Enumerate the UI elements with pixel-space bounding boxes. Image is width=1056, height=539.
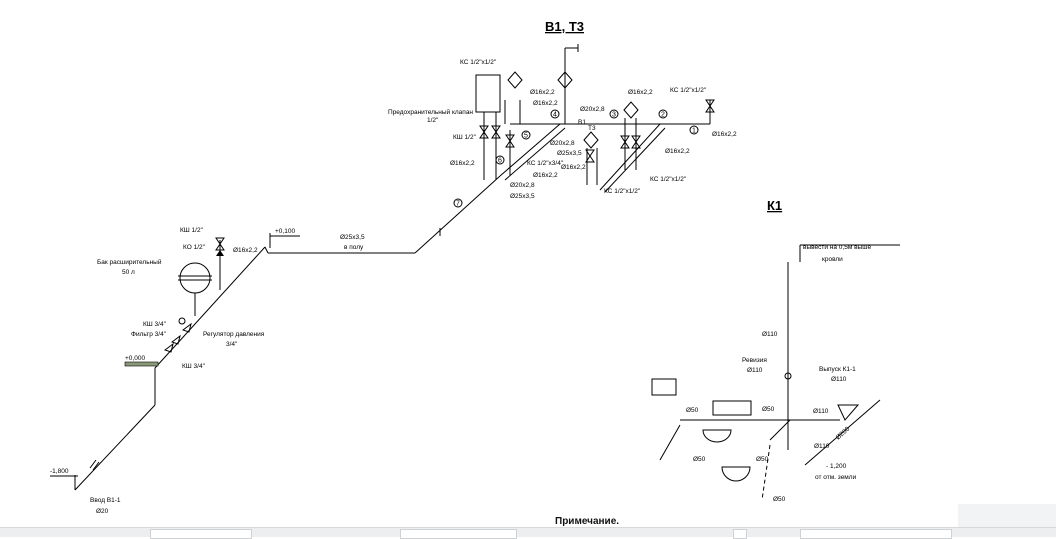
water-section-title: В1, Т3 [545, 19, 584, 34]
svg-text:кровли: кровли [822, 256, 843, 263]
toilet-tank-icon [651, 378, 677, 396]
svg-text:Ø200: Ø200 [835, 425, 852, 441]
svg-text:2: 2 [661, 112, 665, 119]
svg-text:Ø25x3,5: Ø25x3,5 [510, 193, 535, 200]
svg-text:Ø16x2,2: Ø16x2,2 [533, 172, 558, 179]
svg-text:Ø16x2,2: Ø16x2,2 [561, 164, 586, 171]
toolbar-button[interactable] [733, 529, 747, 539]
valve-icon [163, 322, 192, 353]
svg-text:от отм. земли: от отм. земли [815, 474, 857, 481]
panel-corner [958, 504, 1056, 527]
svg-text:КС 1/2"х3/4": КС 1/2"х3/4" [527, 160, 564, 167]
svg-text:В1: В1 [578, 119, 586, 126]
svg-text:1/2": 1/2" [427, 117, 439, 124]
sewer-labels: вывести на 0,5м выше кровли Ø110 Ревизия… [686, 244, 871, 503]
toolbar-field[interactable] [150, 529, 252, 539]
water-distribution-piping [475, 44, 715, 193]
svg-text:Фильтр 3/4": Фильтр 3/4" [131, 331, 167, 338]
expansion-tank-icon [179, 262, 211, 294]
svg-text:Ø16x2,2: Ø16x2,2 [712, 131, 737, 138]
sink-icon [702, 429, 732, 443]
svg-text:Ø25x3,5: Ø25x3,5 [557, 150, 582, 157]
svg-text:Бак расширительный: Бак расширительный [97, 258, 162, 266]
svg-text:3/4": 3/4" [226, 341, 238, 348]
svg-text:Предохранительный клапан: Предохранительный клапан [388, 108, 473, 116]
svg-text:КО 1/2": КО 1/2" [183, 244, 206, 251]
svg-text:Ø50: Ø50 [686, 407, 699, 414]
svg-text:Ø16x2,2: Ø16x2,2 [628, 89, 653, 96]
svg-text:- 1,200: - 1,200 [826, 463, 847, 470]
svg-text:+0,100: +0,100 [275, 228, 295, 235]
svg-text:Ø110: Ø110 [813, 408, 829, 415]
toolbar-field[interactable] [400, 529, 517, 539]
svg-text:Регулятор давления: Регулятор давления [203, 331, 265, 338]
toolbar-field[interactable] [800, 529, 952, 539]
faucet-icon [557, 71, 573, 89]
svg-text:КШ 1/2": КШ 1/2" [180, 227, 204, 234]
svg-text:Ø16x2,2: Ø16x2,2 [665, 148, 690, 155]
svg-text:Ø110: Ø110 [814, 443, 830, 450]
bathtub-icon [712, 400, 752, 416]
svg-text:Т3: Т3 [588, 125, 596, 132]
svg-text:Ø110: Ø110 [762, 331, 778, 338]
svg-text:Ø110: Ø110 [747, 367, 763, 374]
svg-text:Ø25x3,5: Ø25x3,5 [340, 234, 365, 241]
svg-text:Ø50: Ø50 [773, 496, 786, 503]
svg-text:3: 3 [612, 112, 616, 119]
svg-text:Ø16x2,2: Ø16x2,2 [533, 100, 558, 107]
svg-text:КС 1/2"х1/2": КС 1/2"х1/2" [460, 59, 497, 66]
svg-text:Ø50: Ø50 [756, 456, 769, 463]
svg-text:Выпуск К1-1: Выпуск К1-1 [819, 366, 856, 373]
svg-text:Ревизия: Ревизия [742, 357, 767, 364]
svg-text:+0,000: +0,000 [125, 355, 145, 362]
water-heater-icon [475, 74, 501, 113]
svg-text:6: 6 [498, 158, 502, 165]
revision-icon [784, 372, 792, 380]
svg-text:Ø50: Ø50 [693, 456, 706, 463]
pressure-gauge-icon [178, 317, 186, 325]
sewer-section-title: К1 [767, 198, 782, 213]
outlet-icon [837, 404, 860, 421]
ground-level-marker [124, 361, 159, 367]
svg-text:Ø16x2,2: Ø16x2,2 [450, 160, 475, 167]
water-labels: КС 1/2"х1/2" Ø16x2,2 Ø16x2,2 Предохранит… [50, 59, 737, 515]
faucet-icon [583, 131, 599, 149]
svg-text:КС 1/2"х1/2": КС 1/2"х1/2" [650, 176, 687, 183]
svg-text:вывести на 0,5м выше: вывести на 0,5м выше [803, 244, 871, 251]
svg-text:Ø20: Ø20 [96, 508, 109, 515]
pipe-markers: 1 2 3 4 5 6 7 [453, 109, 699, 208]
svg-text:50 л: 50 л [122, 269, 135, 276]
svg-text:КС 1/2"х1/2": КС 1/2"х1/2" [604, 188, 641, 195]
svg-text:7: 7 [456, 201, 460, 208]
svg-text:Ввод В1-1: Ввод В1-1 [90, 497, 121, 504]
svg-text:КС 1/2"х1/2": КС 1/2"х1/2" [670, 87, 707, 94]
svg-text:Ø16x2,2: Ø16x2,2 [233, 247, 258, 254]
svg-text:4: 4 [553, 112, 557, 119]
svg-text:Ø20x2,8: Ø20x2,8 [510, 182, 535, 189]
svg-text:КШ 3/4": КШ 3/4" [143, 321, 167, 328]
svg-text:Ø16x2,2: Ø16x2,2 [530, 89, 555, 96]
svg-text:КШ 1/2": КШ 1/2" [453, 134, 477, 141]
svg-text:Ø50: Ø50 [762, 406, 775, 413]
svg-text:Ø20x2,8: Ø20x2,8 [550, 140, 575, 147]
svg-text:в полу: в полу [344, 244, 364, 251]
note-heading: Примечание. [555, 516, 620, 527]
faucet-icon [623, 101, 639, 119]
sewer-piping [651, 244, 900, 501]
svg-text:КШ 3/4": КШ 3/4" [182, 363, 206, 370]
svg-text:5: 5 [524, 133, 528, 140]
water-inlet-piping [50, 175, 501, 491]
svg-text:1: 1 [692, 128, 696, 135]
svg-text:-1,800: -1,800 [50, 468, 69, 475]
sink-icon [721, 466, 751, 482]
svg-text:Ø110: Ø110 [831, 376, 847, 383]
svg-text:Ø20x2,8: Ø20x2,8 [580, 106, 605, 113]
faucet-icon [507, 71, 523, 89]
